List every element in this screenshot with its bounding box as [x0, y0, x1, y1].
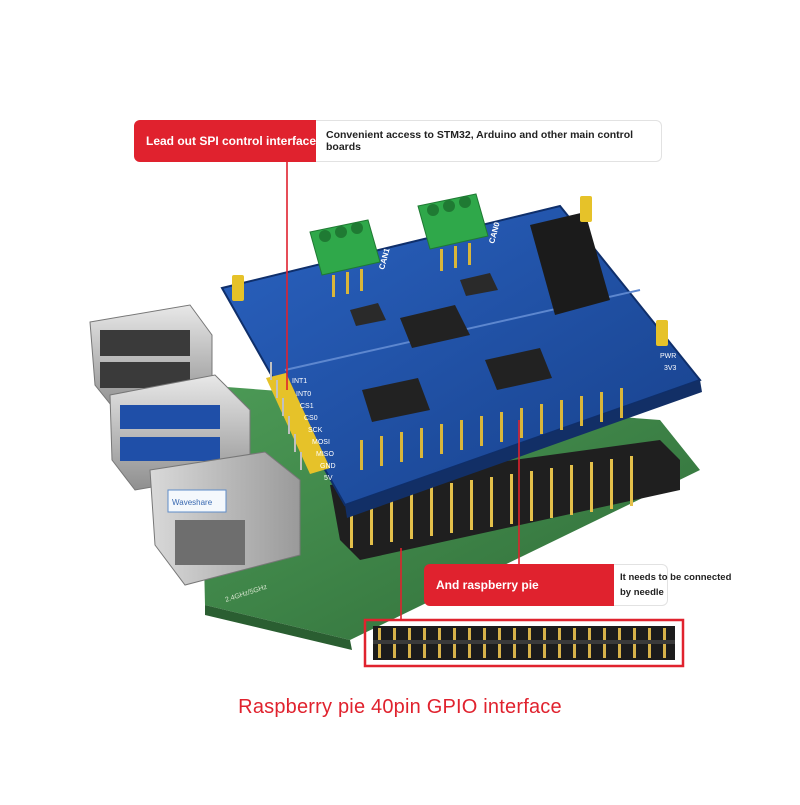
pin-label: CS0: [304, 415, 318, 422]
spi-header: [266, 362, 330, 474]
can-hat-board: INT1 INT0 CS1 CS0 SCK MOSI MISO GND 5V: [220, 193, 702, 518]
pin-label: INT1: [292, 378, 307, 385]
pin-label: CS1: [300, 403, 314, 410]
pin-label: GND: [320, 463, 336, 470]
ethernet-port: Waveshare: [149, 451, 301, 586]
pin-label: 5V: [324, 475, 333, 482]
callout-spi-description: Convenient access to STM32, Arduino and …: [316, 120, 662, 162]
jumper-label: 3V3: [664, 365, 677, 372]
callout-rpi-description: It needs to be connected by needle: [614, 564, 731, 606]
pin-label: INT0: [296, 391, 311, 398]
can-terminal-block: [417, 193, 489, 271]
callout-spi: Lead out SPI control interface Convenien…: [134, 120, 662, 162]
callout-rpi-label: And raspberry pie: [424, 564, 614, 606]
caption: Raspberry pie 40pin GPIO interface: [238, 696, 562, 718]
callout-rpi: And raspberry pie It needs to be connect…: [424, 564, 731, 606]
gpio-header-stack: [330, 440, 680, 560]
usb-ports: [89, 304, 251, 491]
pin-label: MISO: [316, 451, 334, 458]
callout-rpi-description-line: It needs to be connected: [620, 572, 732, 583]
pin-label: SCK: [308, 427, 323, 434]
callout-rpi-description-line: by needle: [620, 587, 664, 598]
gpio-closeup: [363, 618, 685, 668]
brand-label: Waveshare: [172, 498, 213, 507]
can-terminal-block: [309, 219, 381, 297]
jumper-label: PWR: [660, 353, 676, 360]
callout-spi-label: Lead out SPI control interface: [134, 120, 316, 162]
pin-label: MOSI: [312, 439, 330, 446]
